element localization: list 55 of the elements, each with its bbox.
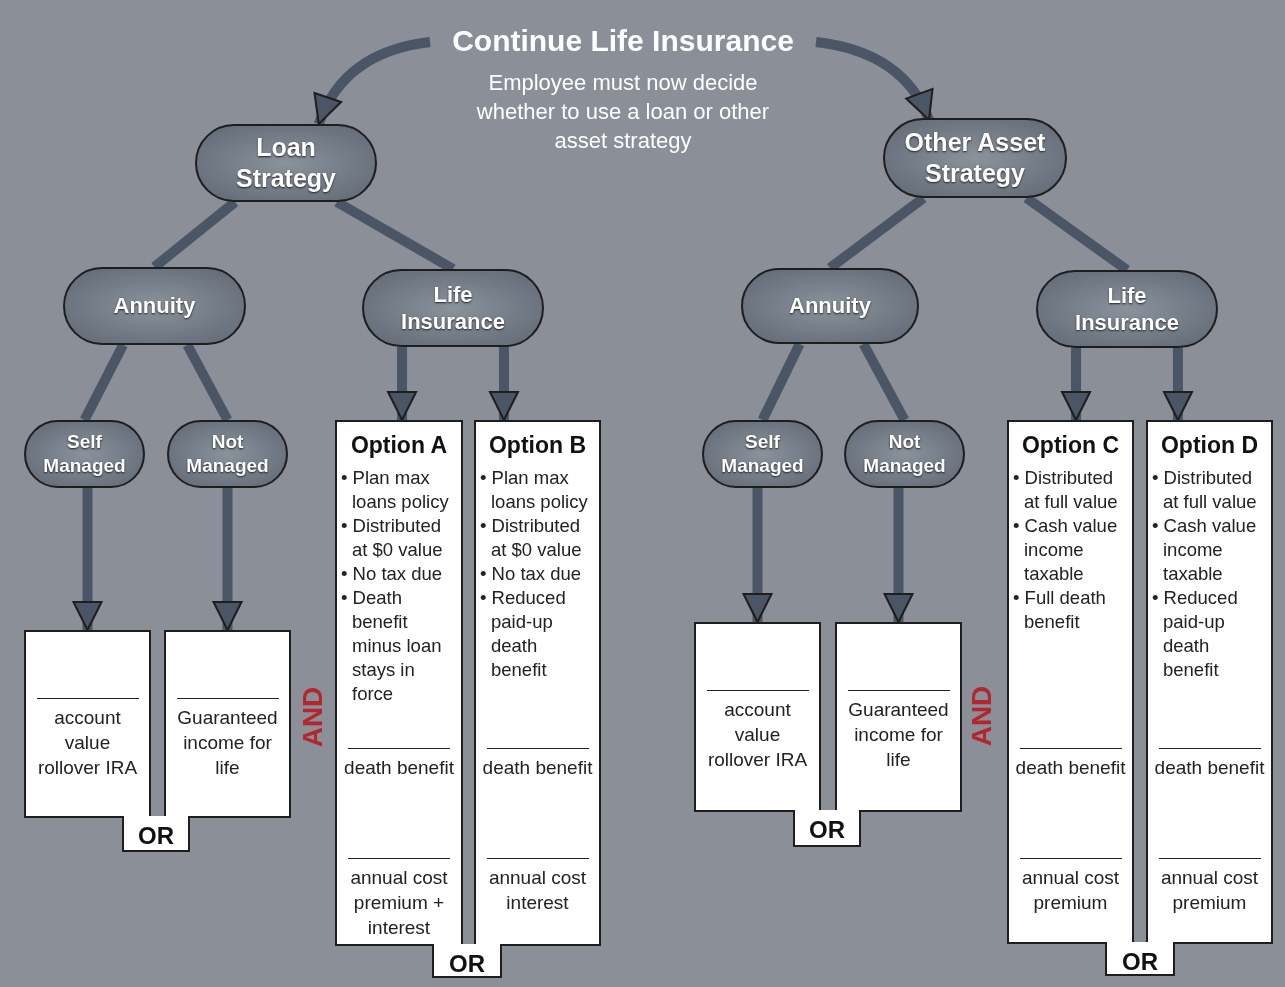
and-label: AND	[296, 686, 329, 748]
fill-caption: annual cost premium + interest	[349, 866, 449, 940]
bullet-item: • Cash value income taxable	[1152, 514, 1258, 586]
option-card	[335, 420, 463, 946]
bullet-item: • Distributed at full value	[1152, 466, 1258, 514]
option-card	[164, 630, 291, 818]
bullet-item: • Reduced paid-up death benefit	[1152, 586, 1239, 682]
arrow	[883, 488, 914, 623]
bullet-item: • Distributed at full value	[1013, 466, 1119, 514]
fill-caption: death benefit	[1015, 756, 1126, 780]
bullet-item: • Cash value income taxable	[1013, 514, 1119, 586]
option-heading: Option B	[487, 431, 588, 460]
bullet-item: • No tax due	[480, 562, 583, 586]
fill-caption: death benefit	[344, 756, 454, 780]
or-tab: OR	[432, 944, 502, 978]
bullet-item: • Reduced paid-up death benefit	[480, 586, 567, 682]
bullet-item: • Plan max loans policy	[480, 466, 589, 514]
arrow	[212, 488, 243, 631]
option-card	[835, 622, 962, 812]
option-card	[24, 630, 151, 818]
option-heading: Option D	[1159, 431, 1260, 460]
or-tab: OR	[1105, 942, 1175, 976]
bullet-item: • Distributed at $0 value	[480, 514, 583, 562]
bullet-item: • Distributed at $0 value	[341, 514, 444, 562]
option-card	[474, 420, 601, 946]
fill-caption: death benefit	[482, 756, 593, 780]
fill-caption: Guaranteed income for life	[847, 698, 950, 772]
option-heading: Option C	[1020, 431, 1121, 460]
arrow	[72, 488, 103, 631]
option-heading: Option A	[349, 431, 449, 460]
arrow	[742, 488, 773, 623]
fill-caption: annual cost interest	[487, 866, 588, 915]
bullet-item: • No tax due	[341, 562, 444, 586]
title-text: Continue Life Insurance	[452, 23, 794, 59]
fill-caption: annual cost premium	[1159, 866, 1260, 915]
arrow	[387, 347, 418, 421]
option-card	[1007, 420, 1134, 944]
subtitle-text: Employee must now decide whether to use a loan or other asset strategy	[475, 68, 771, 155]
arrow	[1162, 348, 1193, 421]
fill-caption: death benefit	[1154, 756, 1265, 780]
bullet-item: • Death benefit minus loan stays in force	[341, 586, 443, 706]
bullet-item: • Full death benefit	[1013, 586, 1107, 634]
fill-caption: annual cost premium	[1020, 866, 1121, 915]
option-card	[1146, 420, 1273, 944]
fill-caption: Guaranteed income for life	[176, 706, 279, 780]
or-tab: OR	[793, 810, 861, 847]
fill-caption: account value rollover IRA	[706, 698, 809, 772]
option-card	[694, 622, 821, 812]
and-label: AND	[965, 685, 998, 747]
bullet-item: • Plan max loans policy	[341, 466, 450, 514]
arrow	[1061, 348, 1092, 421]
fill-caption: account value rollover IRA	[36, 706, 139, 780]
arrow	[488, 347, 519, 421]
or-tab: OR	[122, 816, 190, 852]
arrow	[314, 37, 431, 126]
